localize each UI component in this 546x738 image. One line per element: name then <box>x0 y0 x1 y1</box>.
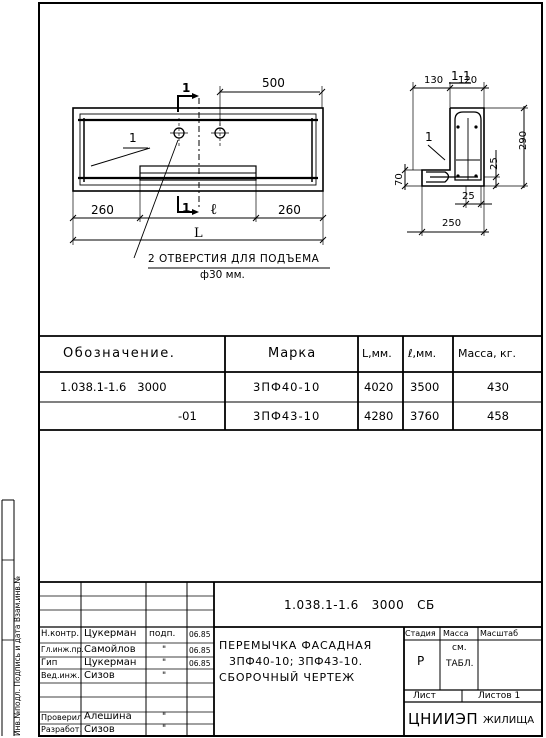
staff-name: Сизов <box>84 670 115 681</box>
row2-mark: 3ПФ43-10 <box>253 409 321 423</box>
staff-sign: " <box>162 724 167 734</box>
row1-mass: 430 <box>487 380 509 394</box>
dim-260-left: 260 <box>91 203 114 217</box>
staff-name: Цукерман <box>84 628 137 639</box>
mass-header: Масса <box>443 629 469 638</box>
plan-view <box>72 93 324 215</box>
section-mark-top: 1 <box>182 81 191 95</box>
mass-value-1: см. <box>452 643 467 653</box>
dim-290: 290 <box>518 130 529 150</box>
staff-sign: подп. <box>149 629 176 639</box>
staff-role: Гип <box>41 658 58 668</box>
section-mark-bottom: 1 <box>182 201 191 215</box>
staff-name: Сизов <box>84 724 115 735</box>
staff-role: Вед.инж. <box>41 671 80 680</box>
org-sub: жилища <box>483 715 535 726</box>
beam-inner <box>79 113 317 186</box>
stage-header: Стадия <box>405 629 436 638</box>
row2-L: 4280 <box>364 409 394 423</box>
row1-designation: 1.038.1-1.6 3000 <box>60 380 167 394</box>
side-stamp: Инв.№подл. Подпись и дата Взам.инв.№ <box>2 500 22 736</box>
section-title: 1-1 <box>451 69 471 83</box>
staff-role: Проверил <box>41 713 83 722</box>
sheet-label: Лист <box>413 691 436 701</box>
header-mark: Марка <box>268 346 317 361</box>
sheets-label: Листов 1 <box>478 691 521 701</box>
staff-sign: " <box>162 712 167 722</box>
row2-mass: 458 <box>487 409 509 423</box>
section-leader-1: 1 <box>425 130 433 144</box>
stage-value: Р <box>417 654 425 668</box>
title-line-2: 3ПФ40-10; 3ПФ43-10. <box>229 655 363 668</box>
row1-mark: 3ПФ40-10 <box>253 380 321 394</box>
staff-sign: " <box>162 671 167 681</box>
staff-role: Гл.инж.пр. <box>41 645 84 654</box>
title-line-1: Перемычка фасадная <box>219 639 373 652</box>
title-line-3: Сборочный чертеж <box>219 671 355 684</box>
dim-25-vertical: 25 <box>489 157 500 170</box>
header-mass: Масса, кг. <box>458 347 516 360</box>
plan-dimensions <box>69 86 330 269</box>
drawing-code: 1.038.1-1.6 3000 СБ <box>284 598 435 612</box>
header-designation: Обозначение. <box>63 346 176 361</box>
staff-role: Н.контр. <box>41 629 80 639</box>
staff-name: Самойлов <box>84 644 136 655</box>
staff-sign: " <box>162 645 167 655</box>
dim-130: 130 <box>424 75 444 86</box>
staff-date: 06.85 <box>189 646 211 655</box>
staff-date: 06.85 <box>189 630 211 639</box>
staff-name: Алешина <box>84 711 132 722</box>
dim-70: 70 <box>394 173 405 186</box>
scale-header: Масштаб <box>480 629 519 638</box>
dim-250: 250 <box>442 218 462 229</box>
dim-25-horizontal: 25 <box>462 191 475 202</box>
header-L: L,мм. <box>362 347 392 360</box>
side-stamp-text: Инв.№подл. Подпись и дата Взам.инв.№ <box>13 575 22 736</box>
title-block-lines <box>1 499 542 736</box>
beam-outline <box>72 107 324 192</box>
leader-label-1: 1 <box>129 131 137 145</box>
dim-l-small: ℓ <box>210 200 218 218</box>
mass-value-2: табл. <box>446 659 474 669</box>
row1-L: 4020 <box>364 380 394 394</box>
note-holes: 2 отверстия для подъема <box>148 253 320 265</box>
spec-table-lines <box>39 335 542 431</box>
sheet-frame <box>38 2 543 737</box>
section-view <box>421 82 485 187</box>
staff-name: Цукерман <box>84 657 137 668</box>
dim-L-big: L <box>194 226 203 241</box>
row1-l: 3500 <box>410 380 440 394</box>
section-dimensions <box>401 82 528 236</box>
staff-date: 06.85 <box>189 659 211 668</box>
org-main: ЦНИИЭП <box>408 710 479 728</box>
note-diameter: ф30 мм. <box>200 269 245 281</box>
row2-l: 3760 <box>410 409 440 423</box>
dim-500: 500 <box>262 76 285 90</box>
header-l: ℓ,мм. <box>408 347 437 360</box>
staff-role: Разработ. <box>41 725 82 734</box>
row2-designation: -01 <box>178 409 197 423</box>
dim-260-right: 260 <box>278 203 301 217</box>
staff-sign: " <box>162 658 167 668</box>
dim-120: 120 <box>458 75 478 86</box>
